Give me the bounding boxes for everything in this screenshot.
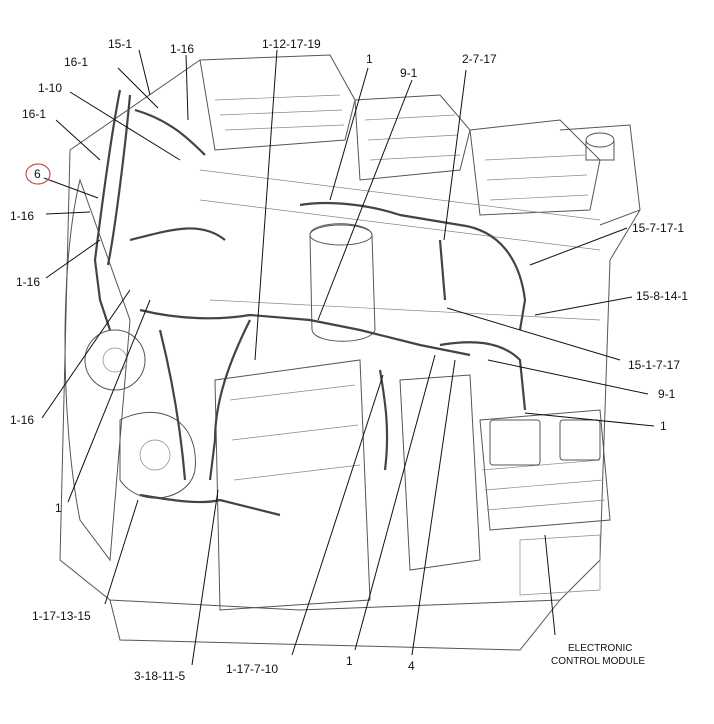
leader-lines [41, 49, 655, 666]
callout-1-bottom: 1 [346, 654, 353, 668]
callout-6: 6 [34, 167, 41, 181]
ecm-label-line2: CONTROL MODULE [551, 656, 645, 667]
callout-15-1: 15-1 [108, 37, 132, 51]
callout-9-1-right: 9-1 [658, 387, 676, 401]
callout-16-1-left: 16-1 [22, 107, 46, 121]
callout-1-17-7-10: 1-17-7-10 [226, 662, 278, 676]
callout-15-1-7-17: 15-1-7-17 [628, 358, 680, 372]
callout-1-left: 1 [55, 501, 62, 515]
callout-1-16-top: 1-16 [170, 42, 194, 56]
callout-labels: 15-1 16-1 1-16 1-12-17-19 1 9-1 2-7-17 1… [10, 37, 688, 683]
callout-1-top: 1 [366, 52, 373, 66]
wiring-harness [93, 89, 527, 517]
callout-4: 4 [408, 659, 415, 673]
callout-1-10: 1-10 [38, 81, 62, 95]
callout-1-16-left-c: 1-16 [10, 413, 34, 427]
callout-9-1-top: 9-1 [400, 66, 418, 80]
ecm-label-line1: ELECTRONIC [568, 643, 632, 654]
callout-1-16-left-b: 1-16 [16, 275, 40, 289]
callout-1-12-17-19: 1-12-17-19 [262, 37, 321, 51]
callout-1-17-13-15: 1-17-13-15 [32, 609, 91, 623]
highlight-circle [25, 163, 51, 185]
callout-15-8-14-1: 15-8-14-1 [636, 289, 688, 303]
callout-1-right: 1 [660, 419, 667, 433]
callout-2-7-17: 2-7-17 [462, 52, 497, 66]
callout-16-1-top: 16-1 [64, 55, 88, 69]
callout-15-7-17-1: 15-7-17-1 [632, 221, 684, 235]
callout-3-18-11-5: 3-18-11-5 [134, 669, 185, 683]
callout-1-16-left-a: 1-16 [10, 209, 34, 223]
engine-outline [59, 54, 641, 651]
